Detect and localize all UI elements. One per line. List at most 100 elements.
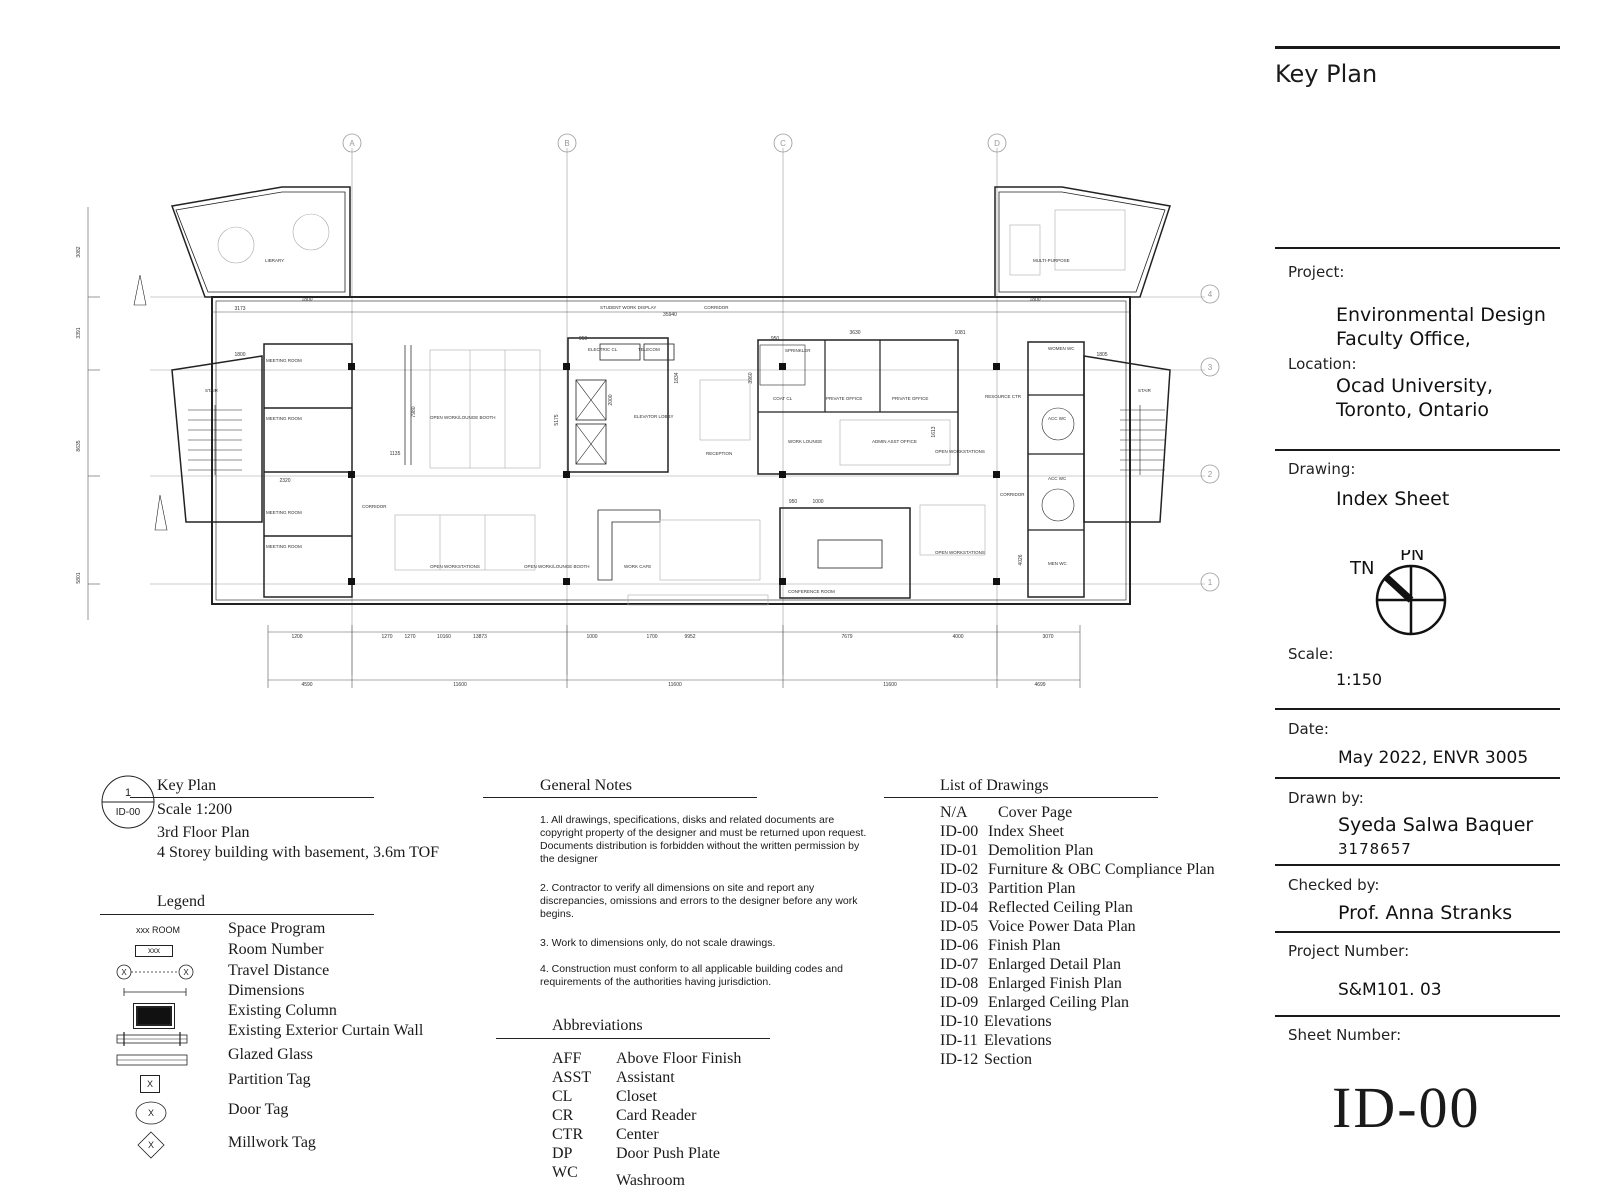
room-label: OPEN WORK/LOUNGE BOOTH xyxy=(524,564,590,569)
dim-text: 2000 xyxy=(608,394,614,405)
bubble-sheet: ID-00 xyxy=(116,807,141,818)
drawing-name: Elevations xyxy=(984,1013,1052,1030)
grid-label: 4 xyxy=(1208,290,1213,299)
key-plan-line: Scale 1:200 xyxy=(157,801,233,818)
room-label: SPRINKLER xyxy=(785,348,811,353)
abbr-code: WC xyxy=(552,1164,578,1181)
date-value: May 2022, ENVR 3005 xyxy=(1338,748,1529,768)
drawing-code: ID-00 xyxy=(940,823,979,840)
true-north-label: TN xyxy=(1349,558,1374,579)
abbreviations-rule xyxy=(496,1038,770,1039)
key-plan-rule xyxy=(130,797,374,798)
room-label: MEETING ROOM xyxy=(266,358,302,363)
door-tag-letter: X xyxy=(148,1108,154,1118)
room-label: ACC WC xyxy=(1048,476,1067,481)
title-block-rule xyxy=(1275,1015,1560,1017)
furniture xyxy=(217,209,1126,606)
dim-text: 1805 xyxy=(1096,352,1107,358)
checked-by-label: Checked by: xyxy=(1288,876,1380,894)
abbr-code: ASST xyxy=(552,1069,592,1086)
grid-label: 3 xyxy=(1208,363,1213,372)
location-line-2: Toronto, Ontario xyxy=(1336,399,1490,421)
title-block-heading: Key Plan xyxy=(1275,60,1378,88)
scale-label: Scale: xyxy=(1288,645,1334,663)
dim-text: 1200 xyxy=(291,634,302,640)
title-block-rule xyxy=(1275,864,1560,866)
dim-text: 3391 xyxy=(76,327,82,338)
abbr-meaning: Card Reader xyxy=(616,1107,697,1124)
legend-rule xyxy=(100,914,374,915)
room-label: PRIVATE OFFICE xyxy=(892,396,928,401)
drawing-value: Index Sheet xyxy=(1336,488,1450,510)
drawing-code: ID-08 xyxy=(940,975,979,992)
abbr-meaning: Center xyxy=(616,1126,659,1143)
abbr-code: CL xyxy=(552,1088,573,1105)
millwork-tag-letter: X xyxy=(148,1140,154,1150)
drawing-code: N/A xyxy=(940,804,968,821)
drawing-code: ID-02 xyxy=(940,861,979,878)
dim-text: 10160 xyxy=(437,634,451,640)
dim-text: 11600 xyxy=(668,682,682,688)
existing-columns xyxy=(348,363,1000,585)
dim-text: 1613 xyxy=(931,426,937,437)
drawing-name: Partition Plan xyxy=(988,880,1076,897)
dim-text: 950 xyxy=(789,499,798,505)
bubble-number: 1 xyxy=(125,787,131,799)
dim-text: 4590 xyxy=(301,682,312,688)
drawing-code: ID-03 xyxy=(940,880,979,897)
project-line-1: Environmental Design xyxy=(1336,304,1546,326)
drawing-code: ID-06 xyxy=(940,937,979,954)
legend-item: Millwork Tag xyxy=(228,1134,316,1151)
room-label: MEETING ROOM xyxy=(266,510,302,515)
title-block-rule xyxy=(1275,777,1560,779)
travel-tag-b: X xyxy=(183,968,189,977)
grid-label: C xyxy=(780,139,786,148)
drawn-by-label: Drawn by: xyxy=(1288,789,1364,807)
room-label: TELECOM xyxy=(638,347,660,352)
abbr-meaning: Washroom xyxy=(616,1172,685,1189)
dim-text: 950 xyxy=(771,336,780,342)
drawn-by-id: 3178657 xyxy=(1338,840,1412,858)
abbr-code: CTR xyxy=(552,1126,584,1143)
north-arrow-icon: TN PN xyxy=(1349,550,1447,636)
room-label: OPEN WORKSTATIONS xyxy=(935,449,985,454)
dim-text: 4699 xyxy=(1034,682,1045,688)
dim-text: 2320 xyxy=(279,478,290,484)
grid-bubbles xyxy=(342,133,1220,592)
room-label: MEETING ROOM xyxy=(266,416,302,421)
dim-text: 4026 xyxy=(1018,554,1024,565)
key-plan-line: 4 Storey building with basement, 3.6m TO… xyxy=(157,844,440,861)
dim-text: 8635 xyxy=(76,440,82,451)
abbr-meaning: Above Floor Finish xyxy=(616,1050,742,1067)
drawing-name: Enlarged Detail Plan xyxy=(988,956,1121,973)
title-block-rule xyxy=(1275,708,1560,710)
room-label: PRIVATE OFFICE xyxy=(826,396,862,401)
title-block-rule xyxy=(1275,247,1560,249)
abbr-meaning: Door Push Plate xyxy=(616,1145,720,1162)
room-label: STAIR xyxy=(1138,388,1152,393)
grid-label: A xyxy=(349,139,355,148)
room-number-symbol: xxx xyxy=(135,945,173,957)
drawings-list-rule xyxy=(884,797,1158,798)
drawing-code: ID-07 xyxy=(940,956,979,973)
drawing-reference-bubble: 1 ID-00 xyxy=(101,775,155,829)
dim-text: 1800 xyxy=(301,297,312,303)
project-number-value: S&M101. 03 xyxy=(1338,980,1442,1000)
dim-text: 1700 xyxy=(646,634,657,640)
location-label: Location: xyxy=(1288,355,1357,373)
grid-label: D xyxy=(994,139,1000,148)
drawing-name: Section xyxy=(984,1051,1032,1068)
project-label: Project: xyxy=(1288,263,1345,281)
drawing-name: Enlarged Ceiling Plan xyxy=(988,994,1130,1011)
space-program-symbol: xxx ROOM xyxy=(136,925,180,935)
room-label: RECEPTION xyxy=(706,451,732,456)
abbr-code: CR xyxy=(552,1107,574,1124)
grid-label: 2 xyxy=(1208,470,1213,479)
drawing-code: ID-10 xyxy=(940,1013,979,1030)
legend-item: Existing Exterior Curtain Wall xyxy=(228,1022,424,1039)
abbr-code: AFF xyxy=(552,1050,582,1067)
date-label: Date: xyxy=(1288,720,1329,738)
dim-text: 3082 xyxy=(76,246,82,257)
dim-text: 35940 xyxy=(663,312,677,318)
drawing-code: ID-04 xyxy=(940,899,979,916)
